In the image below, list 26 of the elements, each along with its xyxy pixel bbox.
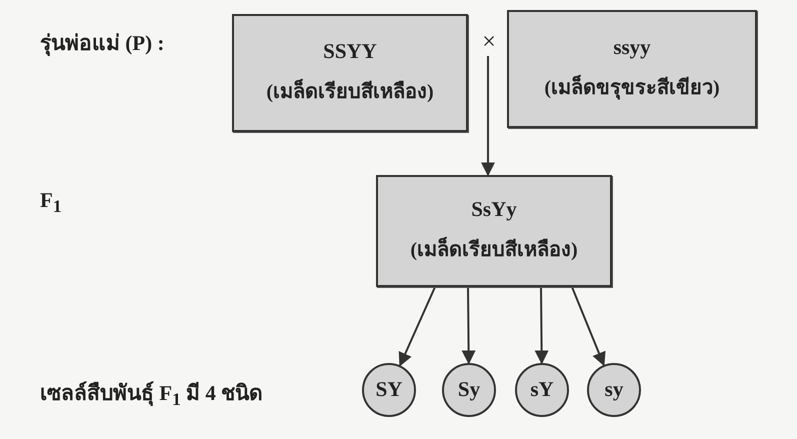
genotype-box (507, 10, 757, 128)
arrow (571, 286, 606, 366)
gamete-circle (362, 363, 416, 417)
cross-symbol: × (478, 28, 500, 56)
genotype-text: Sy (458, 377, 480, 403)
row-label: รุ่นพ่อแม่ (P) : (40, 30, 164, 58)
genotype-box (376, 175, 612, 287)
genotype-text: ssyy (613, 35, 651, 61)
gamete-circle (442, 363, 496, 417)
row-label: เซลล์สืบพันธุ์ F$_{1}$ มี 4 ชนิด (40, 380, 264, 410)
genotype-text: SsYy (471, 197, 517, 223)
genotype-text: sy (604, 377, 624, 403)
genotype-text: SY (376, 377, 402, 403)
arrow (462, 286, 476, 364)
arrow (481, 56, 495, 176)
gamete-circle (587, 363, 641, 417)
genotype-box (232, 14, 468, 132)
arrow (534, 286, 549, 364)
gamete-circle (515, 363, 569, 417)
genotype-text: sY (530, 377, 554, 403)
phenotype-text: (เมล็ดเรียบสีเหลือง) (266, 78, 434, 105)
phenotype-text: (เมล็ดขรุขระสีเขียว) (544, 74, 720, 102)
phenotype-text: (เมล็ดเรียบสีเหลือง) (410, 236, 578, 263)
genotype-text: SSYY (323, 39, 377, 65)
arrow (398, 286, 436, 367)
row-label: F$_{1}$ (40, 188, 62, 218)
